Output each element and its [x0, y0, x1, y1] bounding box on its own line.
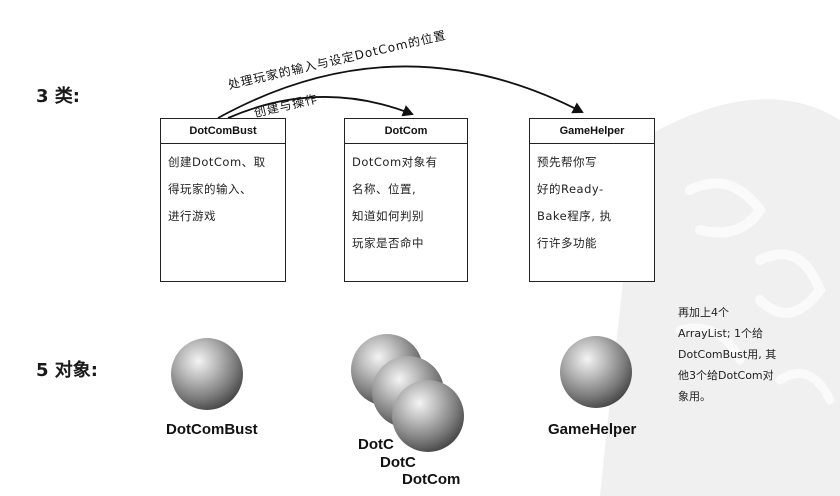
watermark-shape — [600, 99, 840, 496]
class-line: 好的Ready- — [537, 182, 604, 196]
class-line: 进行游戏 — [168, 209, 216, 223]
object-label-dotcom-mid: DotC — [380, 454, 416, 471]
arrow-upper — [217, 65, 584, 119]
class-box-gamehelper: GameHelper 预先帮你写 好的Ready- Bake程序, 执 行许多功… — [529, 118, 655, 282]
class-line: 玩家是否命中 — [352, 236, 424, 250]
note-line: 象用。 — [678, 390, 711, 403]
class-description: DotCom对象有 名称、位置, 知道如何判别 玩家是否命中 — [345, 144, 467, 257]
note-line: DotComBust用, 其 — [678, 348, 777, 361]
watermark-stroke-1 — [685, 178, 767, 238]
class-line: 创建DotCom、取 — [168, 155, 266, 169]
class-line: 预先帮你写 — [537, 155, 597, 169]
note-line: 再加上4个 — [678, 306, 729, 319]
note-line: ArrayList; 1个给 — [678, 327, 764, 340]
sphere-gamehelper — [560, 336, 632, 408]
class-description: 预先帮你写 好的Ready- Bake程序, 执 行许多功能 — [530, 144, 654, 257]
class-box-dotcom: DotCom DotCom对象有 名称、位置, 知道如何判别 玩家是否命中 — [344, 118, 468, 282]
class-line: 知道如何判别 — [352, 209, 424, 223]
class-name: DotCom — [345, 119, 467, 144]
class-box-dotcombust: DotComBust 创建DotCom、取 得玩家的输入、 进行游戏 — [160, 118, 286, 282]
class-line: Bake程序, 执 — [537, 209, 612, 223]
class-name: DotComBust — [161, 119, 285, 144]
classes-heading: 3 类: — [36, 86, 80, 107]
class-line: 得玩家的输入、 — [168, 182, 252, 196]
class-line: DotCom对象有 — [352, 155, 438, 169]
object-label-dotcombust: DotComBust — [166, 421, 258, 438]
watermark-stroke-4 — [775, 368, 835, 405]
object-label-gamehelper: GameHelper — [548, 421, 637, 438]
note-line: 他3个给DotCom对 — [678, 369, 774, 382]
arrow-lower — [227, 96, 414, 119]
sphere-dotcom-front — [392, 380, 464, 452]
objects-heading: 5 对象: — [36, 360, 98, 381]
class-description: 创建DotCom、取 得玩家的输入、 进行游戏 — [161, 144, 285, 230]
class-line: 名称、位置, — [352, 182, 417, 196]
arraylist-note: 再加上4个 ArrayList; 1个给 DotComBust用, 其 他3个给… — [678, 302, 818, 407]
watermark-stroke-3 — [675, 323, 745, 365]
watermark-stroke-2 — [755, 249, 826, 318]
class-name: GameHelper — [530, 119, 654, 144]
sphere-dotcombust — [171, 338, 243, 410]
object-label-dotcom-front: DotCom — [402, 471, 461, 488]
object-label-dotcom-back: DotC — [358, 436, 394, 453]
class-line: 行许多功能 — [537, 236, 597, 250]
